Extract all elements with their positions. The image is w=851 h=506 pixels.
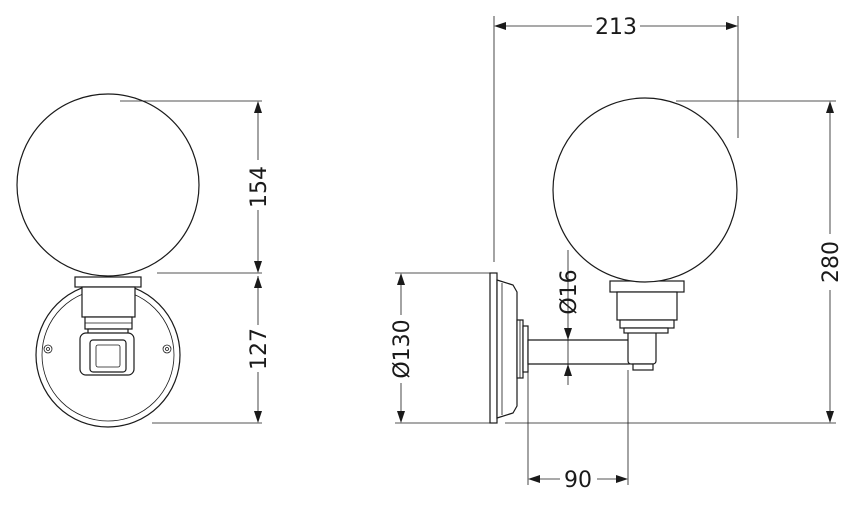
dim-label-127: 127 (247, 328, 272, 370)
side-elbow-connector (627, 329, 657, 371)
dim-line-arm-diameter (564, 328, 572, 385)
dim-label-plate-diameter: Ø130 (390, 319, 415, 378)
front-screw-left (43, 344, 53, 354)
dim-label-arm-diameter: Ø16 (557, 269, 582, 314)
side-arm-base (516, 319, 529, 379)
side-wall-plate (489, 272, 518, 424)
dim-label-280: 280 (819, 241, 844, 283)
dim-line-154 (254, 101, 262, 273)
dim-label-213: 213 (595, 15, 637, 40)
side-globe (552, 97, 738, 283)
dim-line-280 (826, 101, 834, 423)
side-arm-tube (527, 339, 643, 365)
side-lamp-holder (609, 280, 685, 334)
front-view: 154 127 (16, 93, 272, 428)
dim-line-90 (528, 475, 628, 483)
dim-line-plate-diameter (397, 273, 405, 423)
front-lamp-holder (74, 276, 142, 336)
dim-label-90: 90 (564, 468, 592, 493)
side-view: 213 280 Ø130 Ø16 (390, 15, 844, 493)
front-screw-right (162, 344, 172, 354)
dim-line-127 (254, 276, 262, 423)
dim-label-154: 154 (247, 166, 272, 208)
front-arm-connector (79, 332, 135, 376)
dim-line-213 (494, 22, 738, 30)
front-globe (16, 93, 200, 277)
